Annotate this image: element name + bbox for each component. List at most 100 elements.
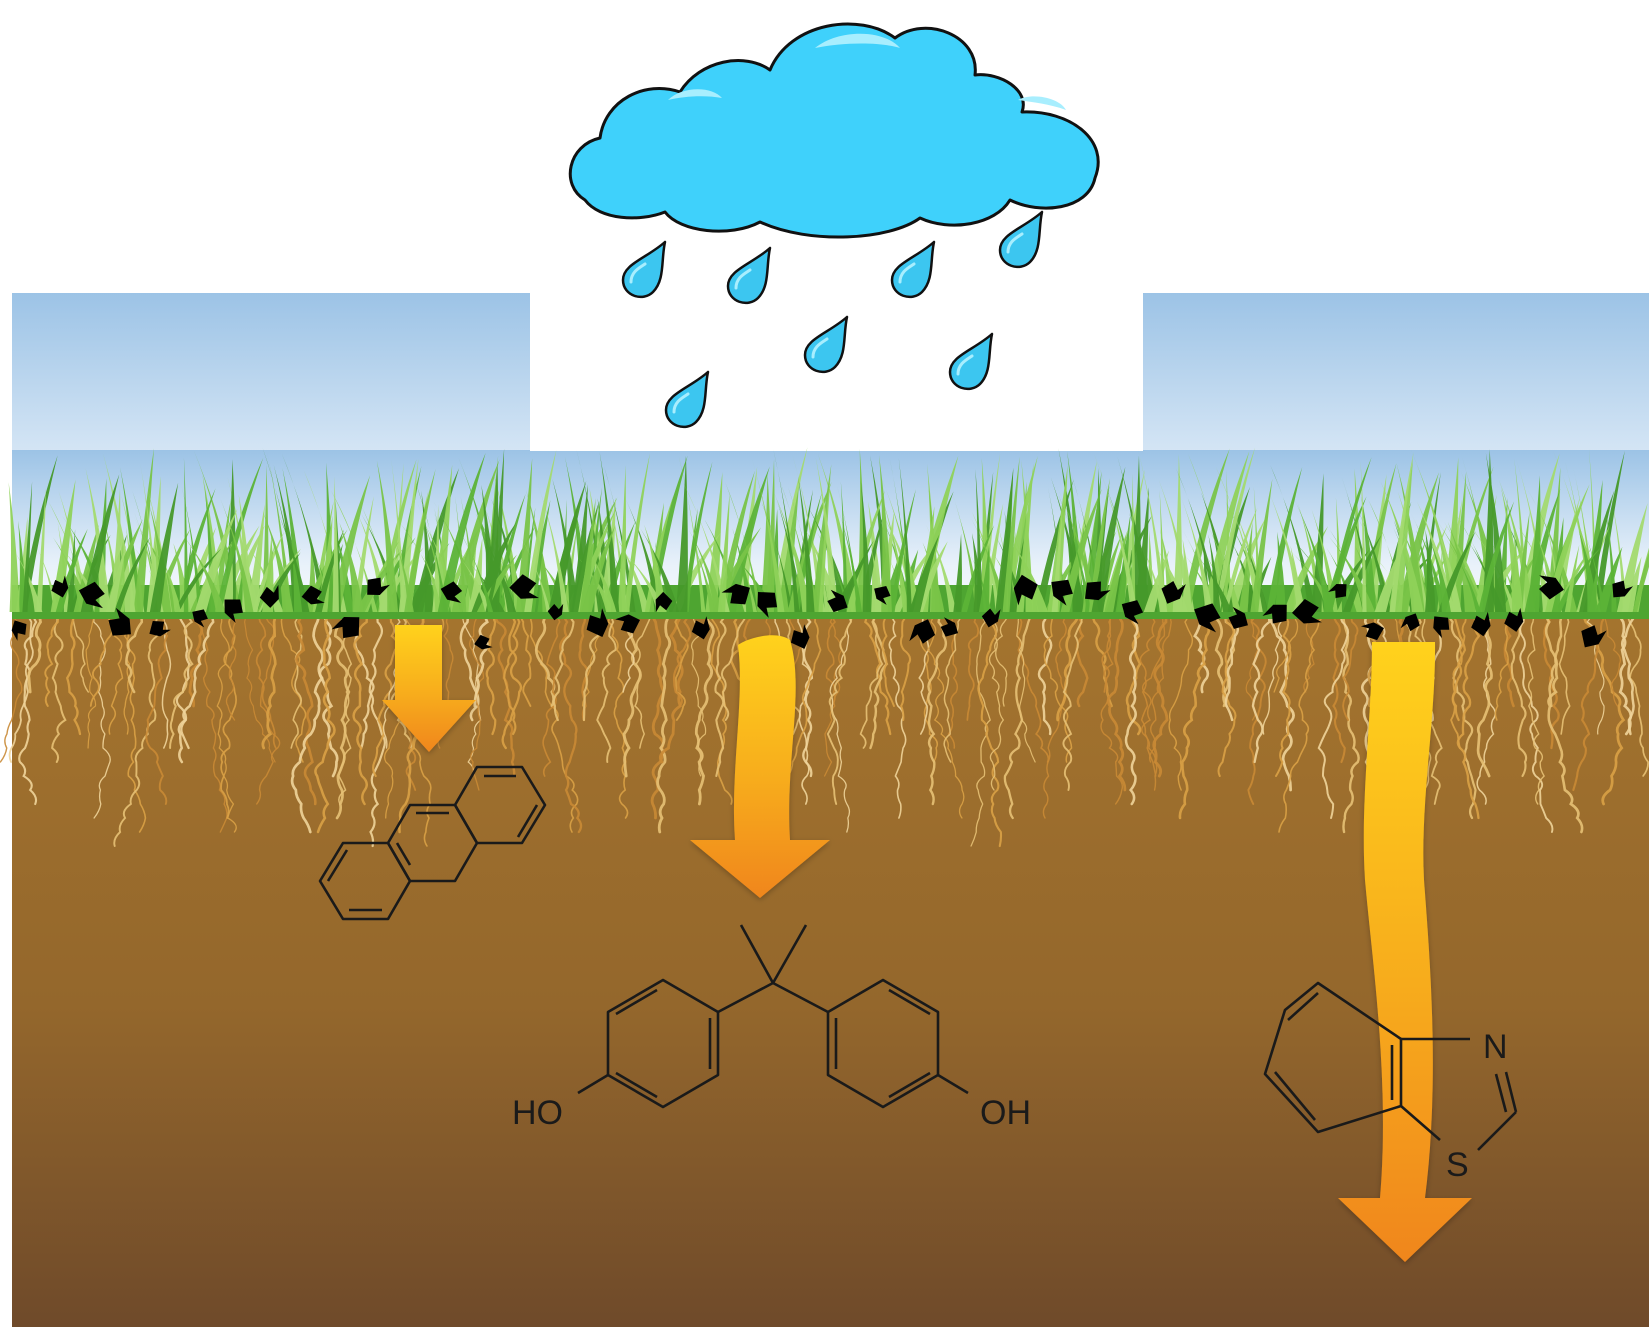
root-strand	[823, 611, 843, 777]
grass-blade	[1002, 456, 1020, 612]
grass-blade	[995, 467, 1014, 612]
plastic-particle	[440, 581, 463, 603]
grass-blade	[548, 480, 587, 612]
root-strand	[1100, 611, 1124, 805]
root-strand	[1124, 610, 1143, 806]
root-strand	[1476, 610, 1494, 778]
grass-blade	[457, 528, 494, 612]
grass-blade	[524, 450, 557, 612]
root-strand	[1168, 611, 1194, 791]
root-strand	[899, 611, 912, 721]
grass-blade	[816, 532, 851, 612]
grass-blade	[105, 545, 127, 612]
root-strand	[65, 610, 82, 736]
grass-blade	[133, 448, 154, 612]
grass-blade	[1130, 473, 1136, 612]
grass-blade	[1208, 534, 1221, 612]
plastic-particle	[1161, 580, 1186, 604]
grass-blade	[617, 465, 626, 612]
plastic-particle	[1051, 579, 1073, 606]
grass-blade	[691, 540, 716, 612]
root-strand	[1542, 610, 1560, 750]
grass-blade	[761, 502, 793, 612]
grass-blade	[1495, 470, 1536, 612]
plastic-particle	[1085, 581, 1111, 601]
root-strand	[244, 611, 276, 763]
grass-blade	[339, 522, 364, 612]
grass-blade	[1609, 486, 1628, 612]
root-strand	[943, 611, 963, 763]
grass-blade	[215, 458, 264, 612]
grass-blade	[717, 470, 755, 612]
plastic-particle	[757, 591, 778, 618]
grass-blade	[1004, 531, 1049, 612]
raindrop-highlight	[811, 337, 829, 359]
root-strand	[988, 611, 1009, 791]
grass-blade	[404, 469, 436, 612]
plastic-particle	[367, 577, 390, 595]
root-strand	[314, 610, 336, 834]
plastic-particle	[1433, 616, 1450, 639]
grass-blade	[1527, 490, 1578, 612]
grass-blade	[1516, 458, 1551, 612]
root-strand	[1014, 611, 1050, 763]
root-strand	[1626, 611, 1649, 777]
root-strand	[280, 611, 307, 763]
raindrop-highlight	[629, 262, 647, 284]
plastic-particle	[474, 634, 493, 650]
grass-blade	[1215, 466, 1263, 612]
grass-blade	[1478, 501, 1515, 612]
root-strand	[199, 611, 228, 833]
grass-blade	[149, 482, 179, 612]
grass-blade	[1181, 539, 1192, 612]
root-strand	[927, 610, 948, 806]
plastic-particle	[940, 617, 959, 637]
plastic-particle	[51, 575, 69, 598]
grass-blade	[1129, 455, 1141, 612]
grass-blade	[1621, 556, 1642, 612]
grass-blade	[840, 481, 848, 612]
rain-cloud-icon	[568, 22, 1100, 239]
grass-blade	[67, 529, 76, 612]
root-strand	[255, 611, 277, 749]
raindrop-icon	[948, 332, 994, 391]
grass-blade	[1466, 538, 1504, 612]
grass-blade	[724, 466, 770, 612]
plastic-particle	[1013, 574, 1038, 606]
grass-blade	[220, 498, 254, 612]
grass-blade	[1429, 540, 1451, 612]
grass-blade	[1238, 522, 1253, 612]
grass-blade	[1564, 544, 1580, 612]
root-strand	[220, 611, 237, 819]
grass-blade	[158, 550, 182, 612]
grass-blade	[1578, 530, 1599, 612]
root-strand	[352, 610, 369, 806]
grass-blade	[587, 487, 603, 612]
root-strand	[622, 610, 642, 778]
root-strand	[1037, 610, 1053, 736]
grass-blade	[1446, 539, 1481, 612]
bisphenol-a-oh-label: OH	[980, 1094, 1031, 1132]
root-strand	[44, 611, 62, 707]
root-strand	[1494, 611, 1511, 721]
root-strand	[175, 610, 191, 750]
grass-blade	[682, 480, 730, 612]
benzothiazole-s-label: S	[1446, 1146, 1469, 1184]
grass-blade	[477, 527, 517, 612]
grass-blade	[332, 476, 339, 612]
root-strand	[87, 611, 111, 819]
root-strand	[1141, 611, 1178, 791]
root-strand	[656, 610, 672, 834]
root-strand	[1476, 611, 1497, 805]
root-layer	[0, 610, 1649, 848]
grass-blade	[1180, 496, 1213, 612]
grass-blade	[1088, 478, 1111, 612]
root-strand	[459, 610, 480, 722]
grass-blade	[1380, 481, 1424, 612]
root-strand	[859, 611, 884, 749]
raindrop-highlight	[956, 354, 974, 376]
grass-blade	[1197, 556, 1233, 612]
grass-blade	[1294, 499, 1334, 612]
plastic-particle	[615, 614, 641, 634]
grass-blade	[909, 534, 940, 612]
